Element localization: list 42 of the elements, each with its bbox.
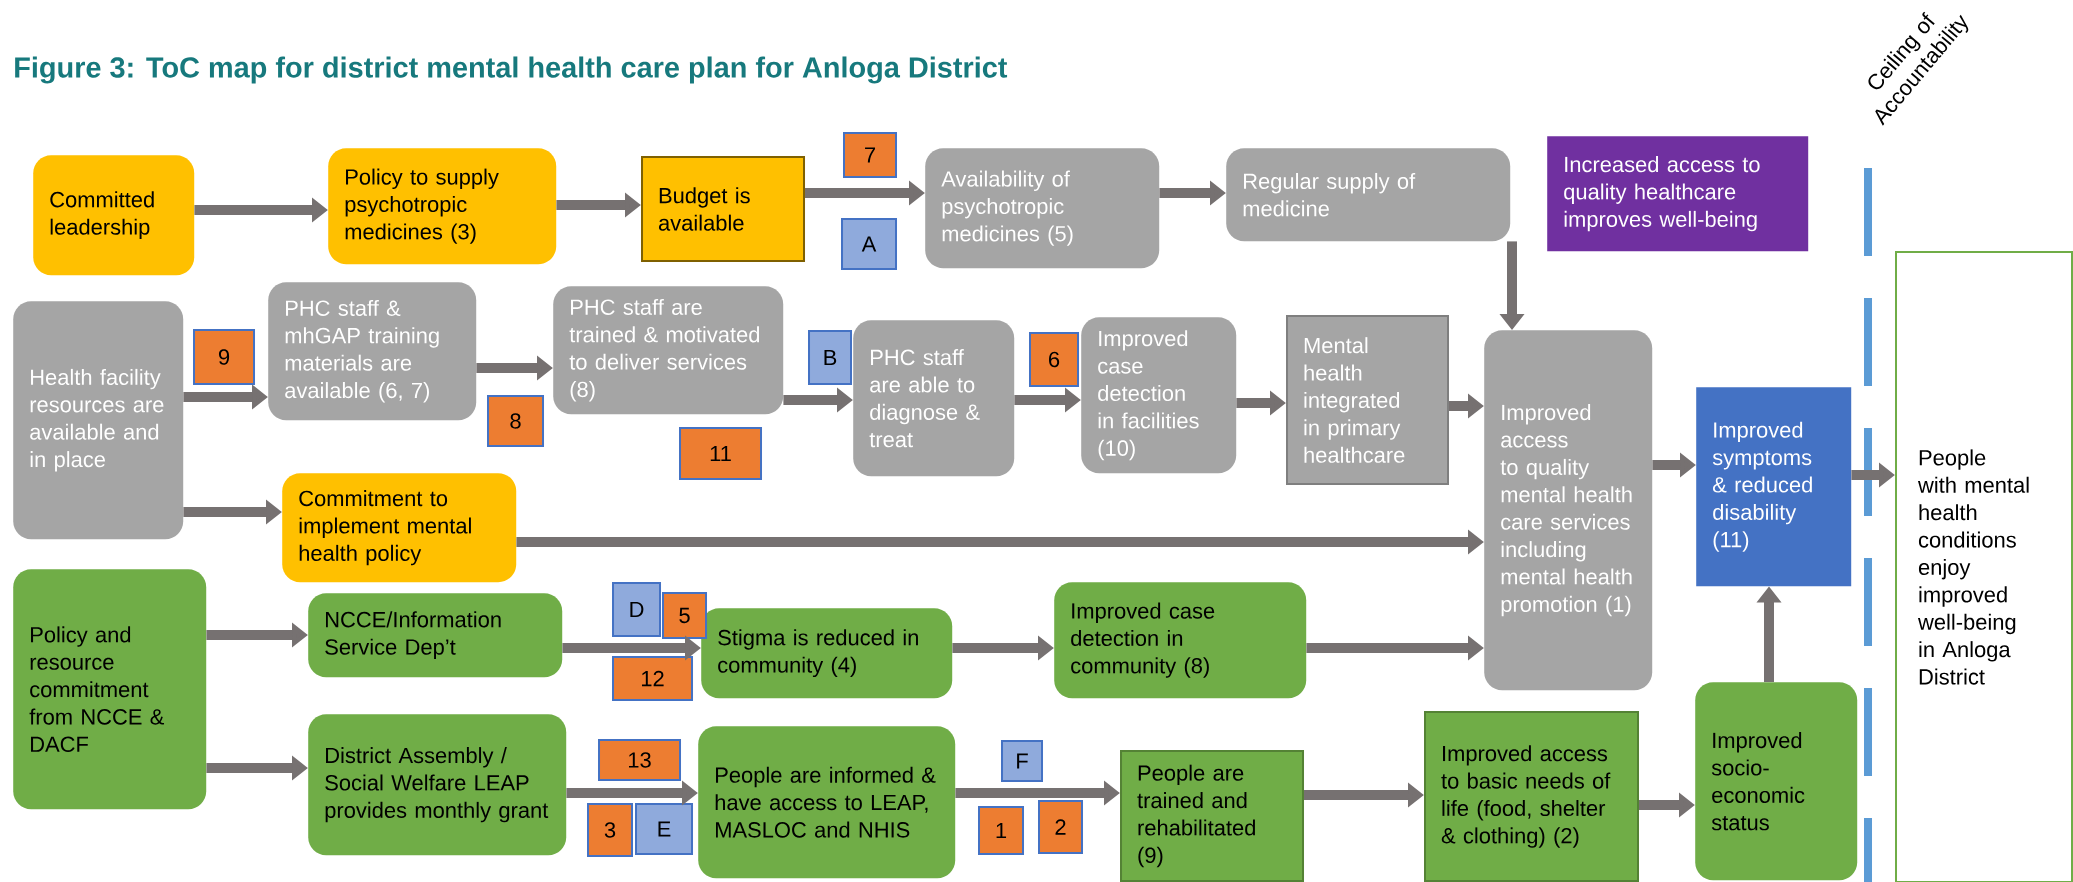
number-tag: 3 bbox=[587, 803, 633, 857]
process-box: Health facility resources are available and in place bbox=[13, 301, 184, 540]
impact-box: People with mental health conditions enjoy improved well-being in Anloga District bbox=[1895, 251, 2073, 882]
letter-tag: E bbox=[635, 803, 693, 855]
number-tag: 5 bbox=[662, 592, 707, 639]
process-box: PHC staff are able to diagnose & treat bbox=[853, 320, 1015, 477]
process-box: Improved access to quality mental health care services including mental health promotion (1) bbox=[1484, 330, 1653, 691]
number-tag: 7 bbox=[843, 132, 897, 178]
process-box: Regular supply of medicine bbox=[1226, 148, 1511, 242]
process-box: Availability of psychotropic medicines (5) bbox=[925, 148, 1160, 269]
letter-tag: F bbox=[1001, 740, 1043, 782]
letter-tag: D bbox=[612, 582, 661, 637]
outcome-box: Improved symptoms & reduced disability (11) bbox=[1696, 387, 1852, 587]
process-box: Committed leadership bbox=[33, 155, 195, 276]
goal-box: Increased access to quality healthcare improves well-being bbox=[1547, 136, 1809, 252]
process-box: PHC staff are trained & motivated to deliver services (8) bbox=[553, 286, 784, 415]
process-box: Budget is available bbox=[641, 156, 805, 262]
process-box: Improved case detection in community (8) bbox=[1054, 582, 1307, 699]
process-box: Stigma is reduced in community (4) bbox=[701, 608, 953, 699]
process-box: Policy and resource commitment from NCCE & DACF bbox=[13, 569, 207, 810]
title: Figure 3: ToC map for district mental health care plan for Anloga District bbox=[15, 56, 1008, 84]
letter-tag: A bbox=[841, 218, 897, 270]
process-box: Improved socio-economic status bbox=[1695, 682, 1858, 881]
number-tag: 12 bbox=[612, 656, 693, 701]
number-tag: 8 bbox=[487, 395, 544, 447]
number-tag: 2 bbox=[1038, 800, 1083, 854]
number-tag: 6 bbox=[1029, 332, 1079, 387]
process-box: Commitment to implement mental health policy bbox=[282, 473, 517, 583]
process-box: People are trained and rehabilitated (9) bbox=[1120, 750, 1304, 882]
letter-tag: B bbox=[808, 330, 852, 385]
number-tag: 13 bbox=[598, 739, 681, 781]
number-tag: 9 bbox=[193, 329, 255, 385]
process-box: People are informed & have access to LEAP, MASLOC and NHIS bbox=[698, 726, 956, 879]
process-box: Mental health integrated in primary healthcare bbox=[1286, 315, 1449, 485]
process-box: Policy to supply psychotropic medicines (3) bbox=[328, 148, 557, 265]
process-box: District Assembly / Social Welfare LEAP provides monthly grant bbox=[308, 714, 567, 856]
process-box: PHC staff & mhGAP training materials are available (6, 7) bbox=[268, 282, 477, 421]
number-tag: 1 bbox=[978, 806, 1024, 855]
process-box: NCCE/Information Service Dep’t bbox=[308, 593, 563, 678]
process-box: Improved case detection in facilities (10) bbox=[1081, 317, 1237, 474]
number-tag: 11 bbox=[679, 427, 762, 480]
process-box: Improved access to basic needs of life (food, shelter & clothing) (2) bbox=[1424, 711, 1639, 882]
